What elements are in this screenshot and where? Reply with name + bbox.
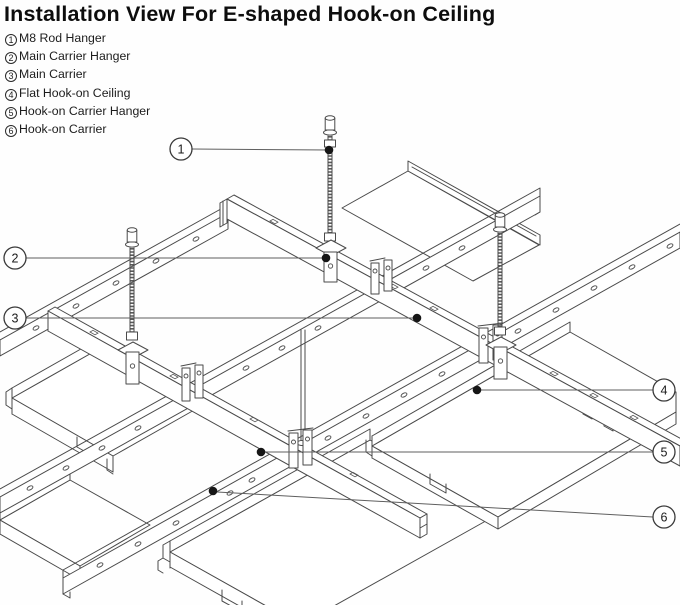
m8-rod-hanger-left bbox=[117, 227, 149, 385]
legend-label: Flat Hook-on Ceiling bbox=[19, 85, 131, 100]
hook-on-carrier-rear bbox=[0, 204, 229, 357]
callout-number: 5 bbox=[661, 445, 668, 459]
callout-number: 3 bbox=[12, 311, 19, 325]
callout-3: 3 bbox=[3, 306, 27, 330]
callout-dot-2 bbox=[321, 253, 331, 263]
legend-number-badge: 1 bbox=[5, 34, 17, 46]
legend-label: Main Carrier Hanger bbox=[19, 49, 131, 64]
callout-number: 1 bbox=[178, 142, 185, 156]
callout-number: 4 bbox=[661, 383, 668, 397]
hook-on-carrier-hanger-left bbox=[180, 362, 204, 402]
callout-number: 2 bbox=[12, 251, 19, 265]
main-carrier-1 bbox=[219, 194, 680, 467]
legend-number-badge: 2 bbox=[5, 52, 17, 65]
callout-2: 2 bbox=[3, 246, 27, 270]
legend-number-badge: 4 bbox=[5, 88, 17, 101]
legend-number-badge: 5 bbox=[5, 106, 17, 119]
callout-4: 4 bbox=[652, 378, 676, 402]
callout-dot-3 bbox=[412, 313, 422, 323]
legend-label: M8 Rod Hanger bbox=[19, 31, 106, 45]
hook-on-carrier-hanger-mid bbox=[369, 257, 393, 295]
callout-dot-6 bbox=[208, 486, 218, 496]
ceiling-panel-left-lower bbox=[0, 469, 151, 581]
callout-dot-5 bbox=[256, 447, 266, 457]
callout-5: 5 bbox=[652, 440, 676, 464]
callout-dot-1 bbox=[324, 145, 334, 155]
hook-on-carrier-front bbox=[62, 223, 680, 599]
m8-rod-hanger-right bbox=[485, 212, 517, 380]
page-title: Installation View For E-shaped Hook-on C… bbox=[4, 2, 496, 26]
legend-label: Hook-on Carrier bbox=[19, 121, 107, 136]
legend-number-badge: 6 bbox=[5, 124, 17, 137]
callout-dot-4 bbox=[472, 385, 482, 395]
hook-on-carrier-hanger-5 bbox=[287, 329, 314, 469]
legend-label: Hook-on Carrier Hanger bbox=[19, 103, 151, 118]
callout-6: 6 bbox=[652, 505, 676, 529]
legend-number-badge: 3 bbox=[5, 70, 17, 83]
callout-1: 1 bbox=[169, 137, 193, 161]
legend-label: Main Carrier bbox=[19, 67, 87, 82]
callout-leaders bbox=[26, 145, 654, 518]
callout-number: 6 bbox=[661, 510, 668, 524]
